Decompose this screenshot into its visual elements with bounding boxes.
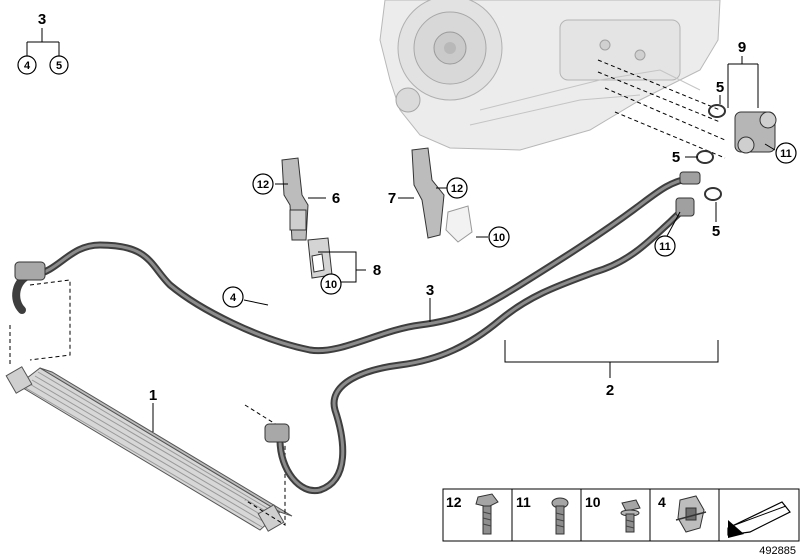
connection-guides: [9, 59, 726, 526]
callout-10a: 10: [493, 232, 505, 244]
callout-2: 2: [606, 382, 614, 399]
callout-labels: 3 1 2 3 5 5 5 6 7 8 9: [38, 11, 746, 404]
reference-number: 492885: [759, 545, 796, 557]
callout-12b: 12: [451, 183, 463, 195]
left-hose-end: [12, 261, 290, 443]
callout-6: 6: [332, 190, 340, 207]
transmission-housing: [379, 0, 721, 151]
screw-12-icon: [475, 493, 499, 535]
callout-7: 7: [388, 190, 396, 207]
callout-1: 1: [149, 387, 157, 404]
legend-label-10: 10: [585, 494, 601, 510]
callout-5a: 5: [716, 79, 724, 96]
callout-4: 4: [230, 292, 237, 304]
screw-11-icon: [551, 497, 569, 535]
callout-5c: 5: [712, 223, 720, 240]
tree-child-label-4: 4: [24, 60, 31, 72]
callout-12a: 12: [257, 179, 269, 191]
callout-5b: 5: [672, 149, 680, 166]
callout-11b: 11: [659, 241, 671, 253]
tree-parent-label: 3: [38, 11, 46, 28]
legend-label-4: 4: [658, 494, 666, 510]
bracket-7: [411, 147, 473, 243]
circled-callouts: [17, 55, 797, 308]
tree-child-label-5: 5: [56, 60, 62, 72]
callout-10b: 10: [325, 279, 337, 291]
leader-lines: [26, 28, 776, 432]
circled-callout-labels: 4 5 4 12 12 10 10 11 11: [24, 60, 792, 304]
oil-line-lower: [276, 201, 694, 495]
callout-3: 3: [426, 282, 434, 299]
oil-cooler: [5, 366, 293, 532]
callout-8: 8: [373, 262, 381, 279]
callout-9: 9: [738, 39, 746, 56]
bracket-8: [307, 237, 333, 279]
fastener-legend: 12 11 10 4: [442, 488, 800, 542]
clip-4-icon: [675, 495, 707, 533]
o-rings: [696, 104, 726, 201]
screw-10-icon: [620, 499, 641, 533]
thermostat-valve: [675, 111, 777, 217]
bracket-6: [281, 157, 309, 241]
oil-line-upper: [31, 174, 694, 355]
callout-11a: 11: [780, 148, 792, 160]
direction-arrow-icon: [727, 501, 791, 538]
legend-label-12: 12: [446, 494, 462, 510]
legend-label-11: 11: [516, 494, 531, 510]
